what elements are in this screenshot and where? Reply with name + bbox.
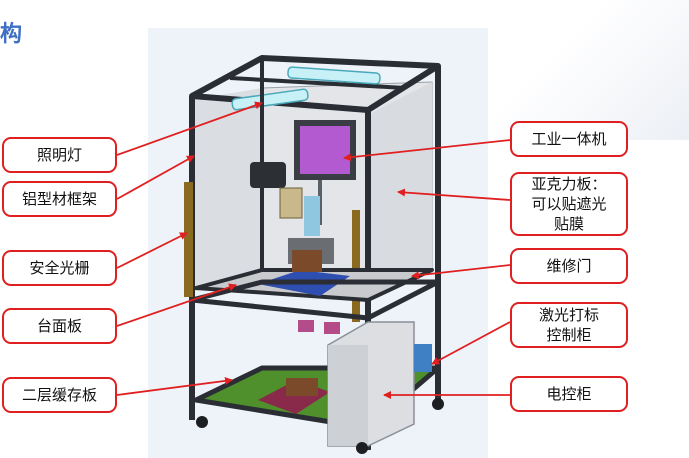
label-laser-marking-cabinet: 激光打标 控制柜	[510, 302, 628, 348]
arrow-acrylic-board	[397, 188, 511, 201]
arrow-safety-grating	[116, 232, 188, 269]
industrial-pc-screen	[300, 126, 350, 174]
lighting-tube-top	[287, 66, 381, 85]
safety-grating-left	[184, 182, 193, 297]
hanging-part-left	[298, 320, 314, 332]
wheel-front-right	[356, 442, 368, 454]
safety-grating-right	[352, 210, 360, 322]
wheel-back-right	[432, 398, 444, 410]
background-decoration	[459, 0, 689, 140]
page-title: 构	[0, 22, 24, 47]
arrow-second-layer	[116, 376, 233, 396]
laser-control-cabinet-box	[414, 344, 432, 372]
lighting-tube-front	[231, 88, 309, 111]
arrow-aluminum-frame	[116, 155, 195, 200]
hanging-part-right	[324, 322, 340, 334]
handheld-terminal	[250, 162, 286, 188]
arrow-laser-cabinet	[431, 321, 511, 365]
top-crossbar	[229, 76, 406, 90]
label-table-plate: 台面板	[2, 308, 117, 344]
workpiece	[292, 250, 322, 272]
laser-head	[279, 187, 303, 219]
label-lighting: 照明灯	[2, 137, 117, 173]
label-maintenance-door: 维修门	[510, 248, 628, 284]
arrow-maintenance-door	[411, 264, 511, 280]
label-aluminum-frame: 铝型材框架	[2, 181, 117, 217]
arrow-table-plate	[116, 283, 237, 327]
arrow-industrial-pc	[343, 139, 511, 162]
wheel-front-left	[196, 416, 208, 428]
electric-cabinet-front	[328, 345, 368, 446]
laser-column	[304, 196, 320, 236]
middle-frame	[189, 279, 441, 321]
arrow-lighting	[116, 101, 263, 156]
label-electric-cabinet: 电控柜	[510, 376, 628, 412]
label-industrial-pc: 工业一体机	[510, 121, 628, 157]
label-safety-grating: 安全光栅	[2, 250, 117, 286]
left-acrylic-panel	[192, 88, 262, 292]
label-second-layer-buffer: 二层缓存板	[2, 377, 117, 413]
stored-workpiece	[286, 378, 318, 396]
label-acrylic-board: 亚克力板： 可以贴遮光 贴膜	[510, 172, 628, 236]
